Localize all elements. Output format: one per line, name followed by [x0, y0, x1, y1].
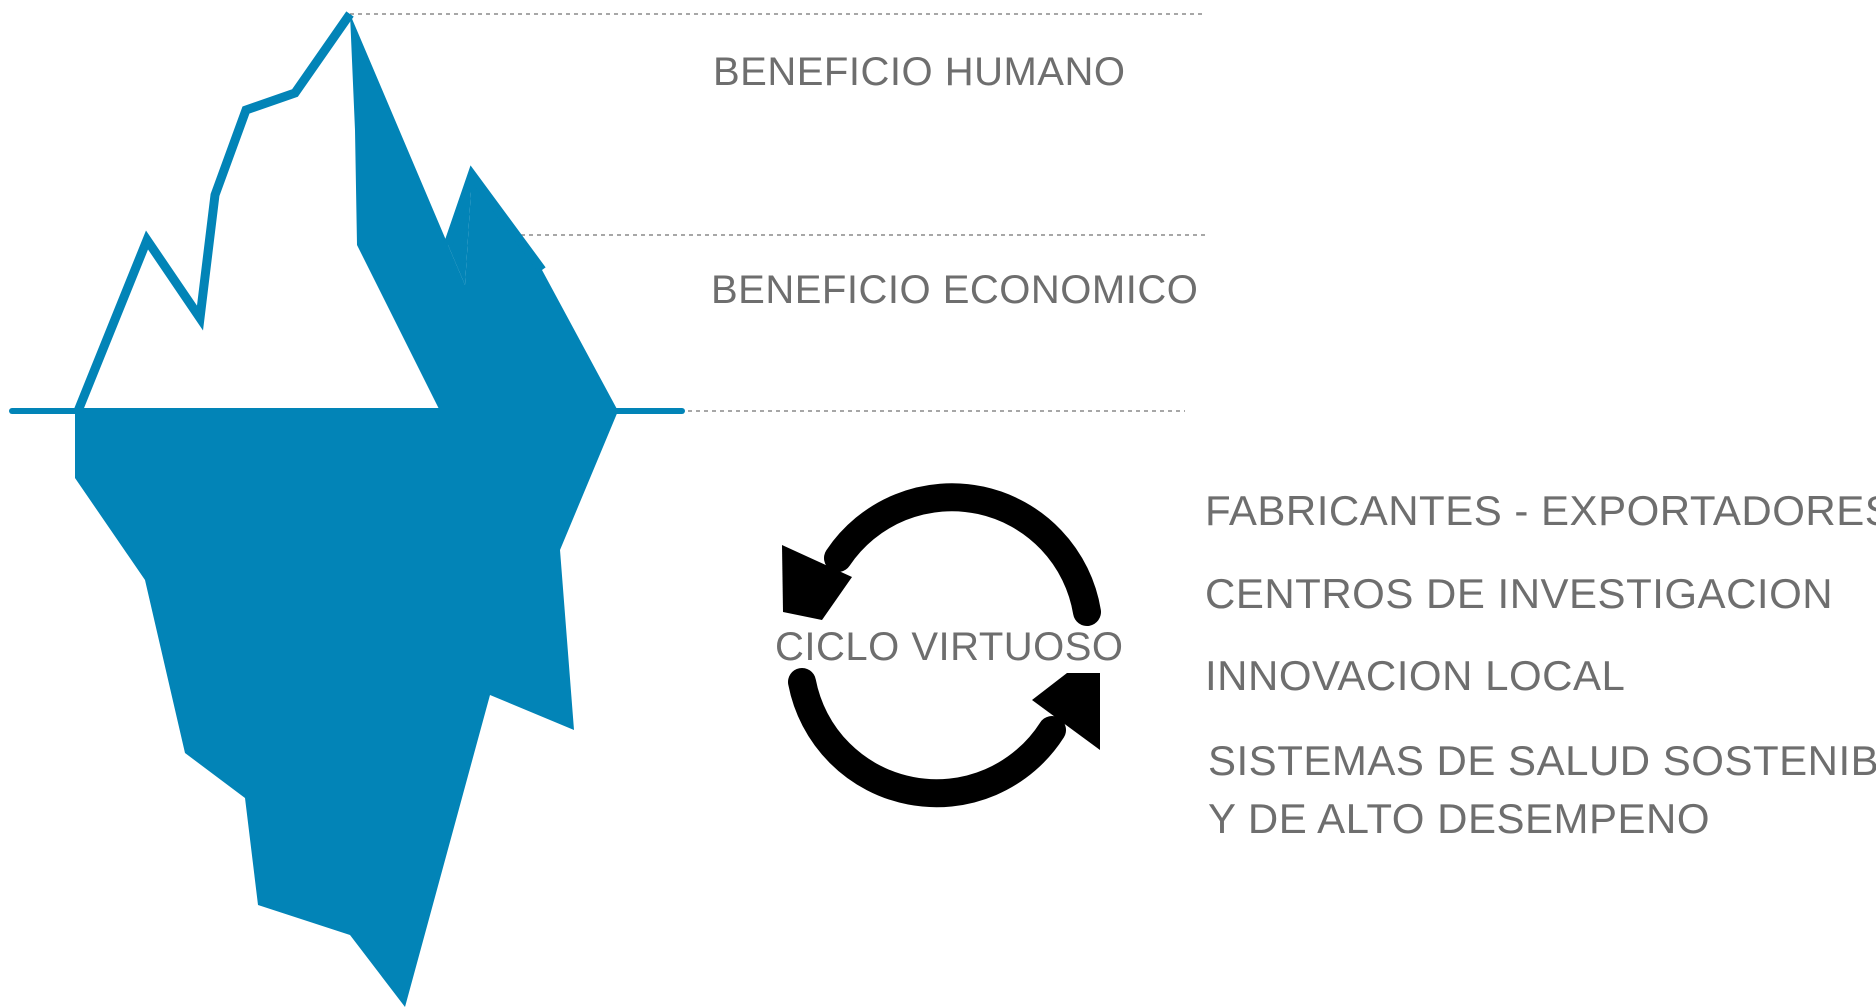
label-beneficio-economico: BENEFICIO ECONOMICO: [711, 268, 1199, 312]
iceberg-small-peak-outline: [443, 165, 546, 273]
guide-lines: [350, 13, 1205, 412]
iceberg: [9, 11, 685, 1007]
label-innovacion-local: INNOVACION LOCAL: [1205, 652, 1626, 699]
iceberg-tip-shaded: [350, 14, 618, 411]
cycle-arrow-bottom-head: [1032, 673, 1100, 750]
cycle-arrow-top-arc: [824, 483, 1101, 626]
circular-refresh-arrows-icon: [782, 483, 1101, 808]
label-ciclo-virtuoso: CICLO VIRTUOSO: [775, 625, 1124, 669]
label-beneficio-humano: BENEFICIO HUMANO: [713, 50, 1126, 94]
cycle-arrow-top-head: [782, 545, 852, 620]
label-alto-desempeno: Y DE ALTO DESEMPENO: [1208, 795, 1710, 842]
iceberg-outline: [73, 11, 354, 413]
label-centros-de-investigacion: CENTROS DE INVESTIGACION: [1205, 570, 1834, 617]
label-fabricantes-exportadores: FABRICANTES - EXPORTADORES: [1205, 487, 1876, 534]
iceberg-underwater: [75, 411, 618, 1007]
cycle-arrow-bottom-arc: [788, 668, 1066, 808]
label-sistemas-de-salud: SISTEMAS DE SALUD SOSTENIBLES: [1208, 737, 1876, 784]
